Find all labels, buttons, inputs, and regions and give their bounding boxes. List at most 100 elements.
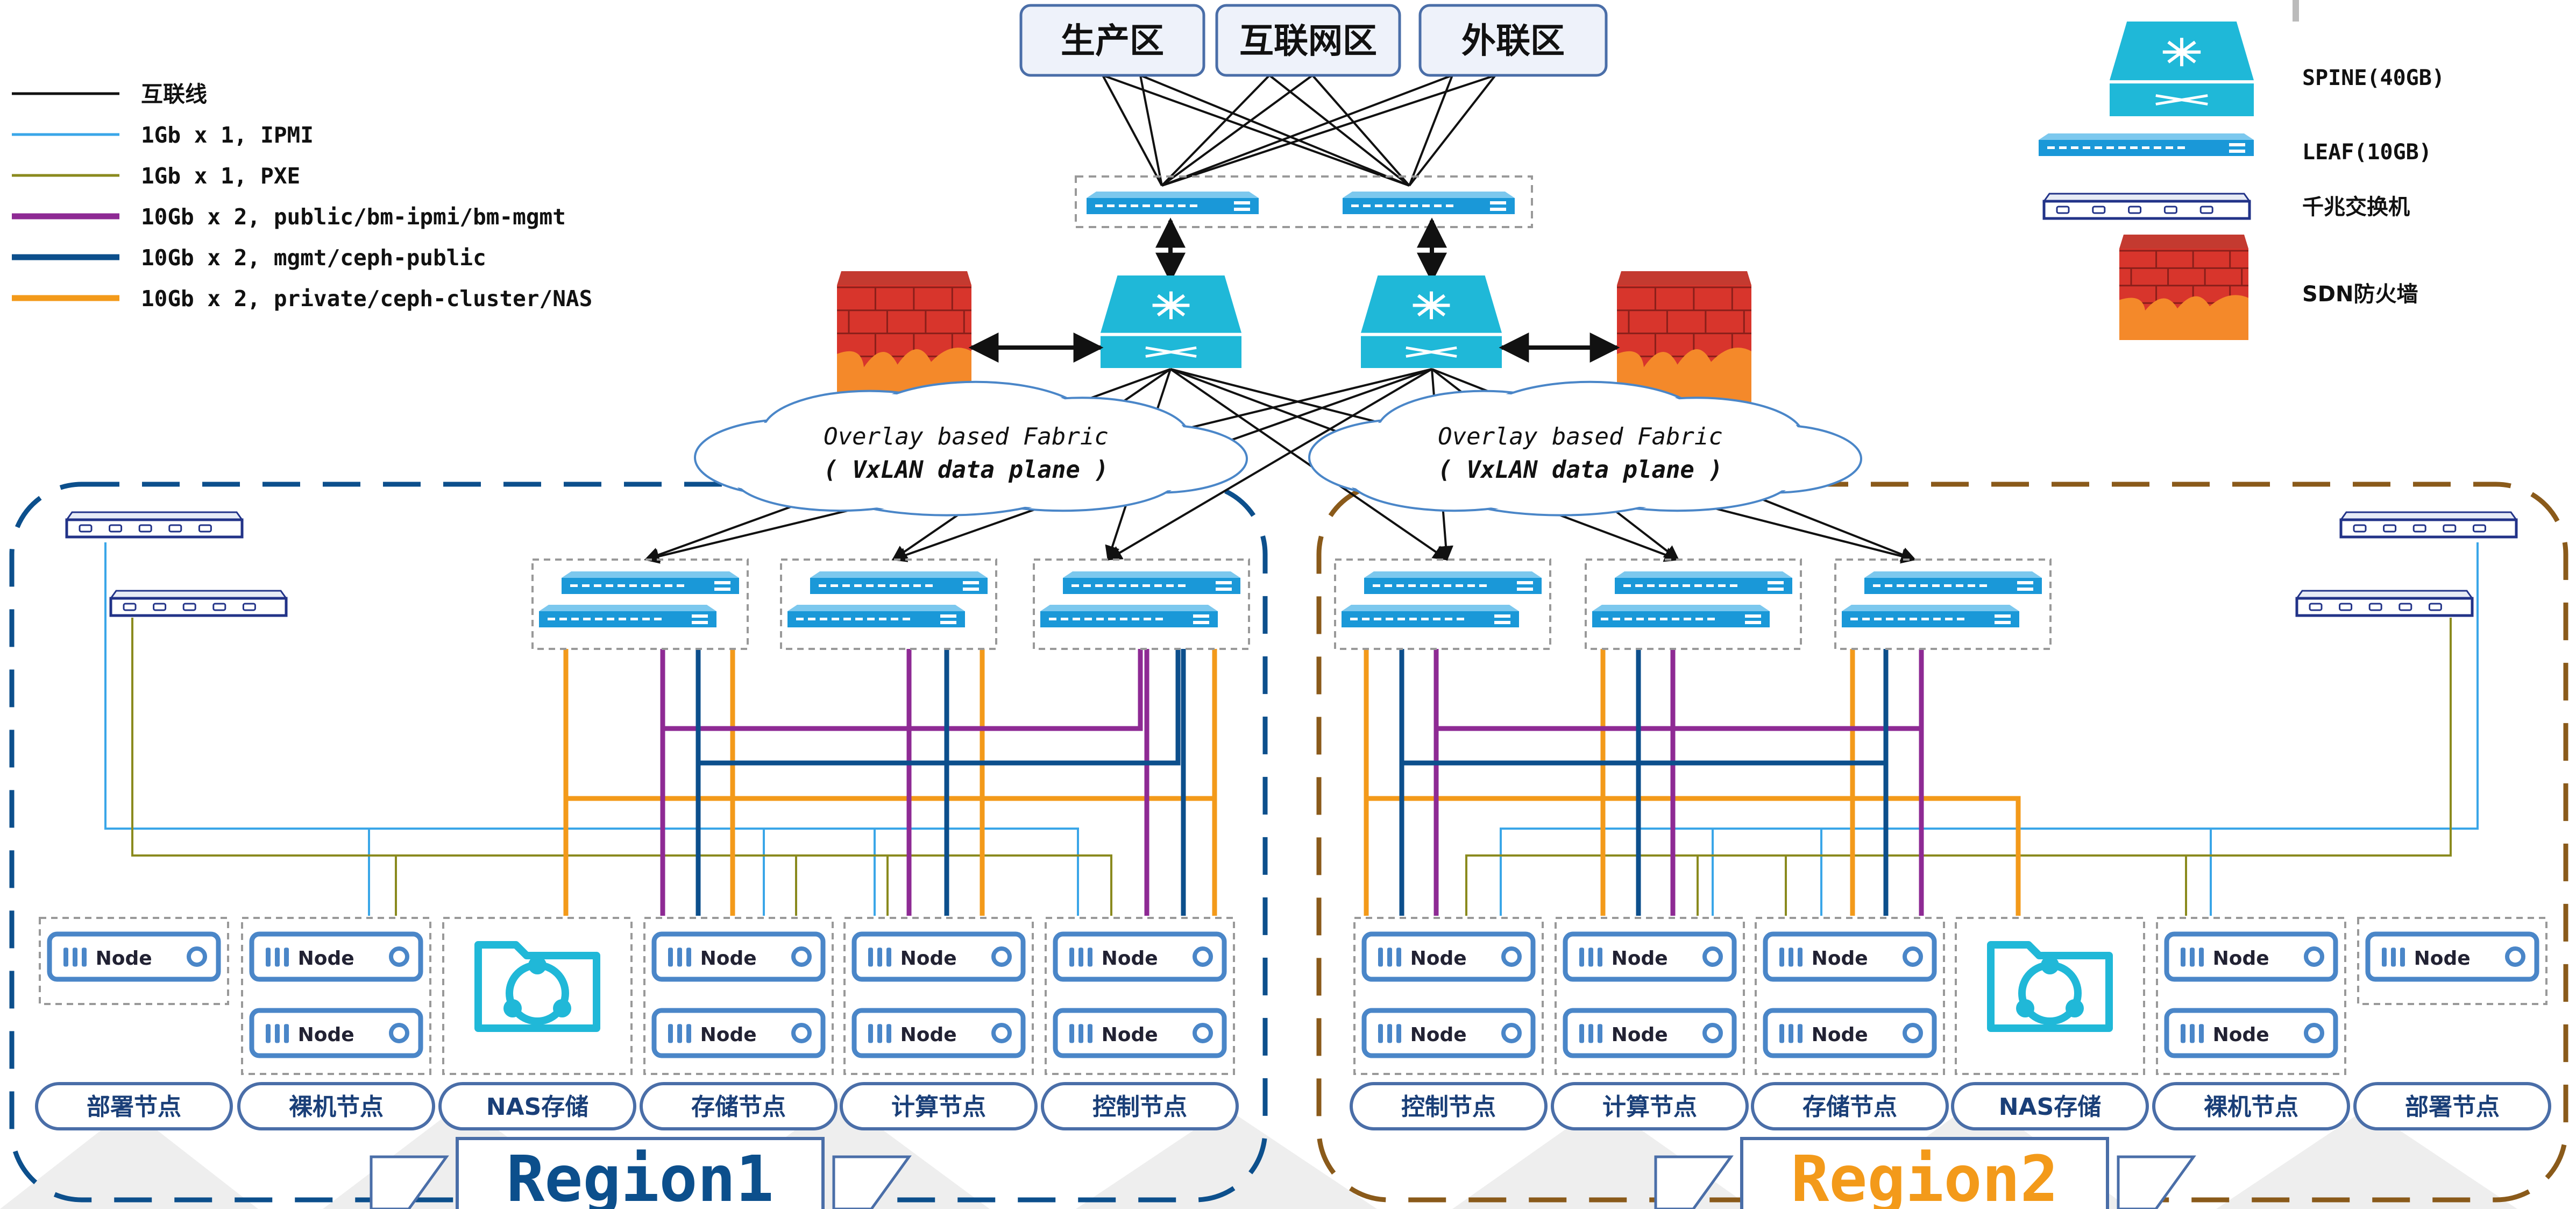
leaf-switch-top	[539, 605, 716, 611]
node-group-border	[2156, 917, 2346, 1075]
region-title-banner: Region2	[1654, 1137, 2196, 1209]
leaf-port	[925, 584, 933, 587]
node-power-icon	[187, 946, 207, 967]
leaf-switch-top	[1864, 571, 2042, 578]
banner-box	[456, 1137, 825, 1209]
leaf-port	[1659, 584, 1666, 587]
leaf-switch-body	[787, 611, 965, 627]
banner-box	[1740, 1137, 2109, 1209]
gigabit-port	[109, 524, 123, 533]
leaf-port	[1387, 204, 1394, 207]
leaf-port	[1178, 204, 1186, 207]
leaf-switch-icon	[1592, 605, 1770, 627]
gigabit-port	[2092, 206, 2106, 214]
node-drive-slot	[1378, 948, 1383, 967]
leaf-port	[1155, 618, 1163, 620]
leaf-pair-group	[531, 558, 749, 650]
leaf-port	[1995, 621, 2011, 624]
leaf-port	[1648, 618, 1656, 620]
gigabit-port	[123, 603, 137, 611]
leaf-port	[1107, 584, 1115, 587]
group-label-pill	[2152, 1082, 2350, 1130]
node-chassis	[651, 931, 826, 982]
leaf-port	[1898, 618, 1905, 620]
nas-dot	[2041, 956, 2059, 974]
leaf-port	[583, 618, 591, 620]
gigabit-body	[2295, 597, 2474, 617]
interconnect-line	[1161, 74, 1271, 187]
node-chassis	[2164, 931, 2338, 982]
node-power-icon	[1903, 1023, 1923, 1043]
leaf-port	[1216, 588, 1232, 591]
node-group-border	[241, 917, 431, 1075]
firewall-flame	[2119, 295, 2248, 340]
node-group-border	[1353, 917, 1544, 1075]
leaf-port	[1885, 584, 1892, 587]
leaf-port	[1862, 618, 1870, 620]
server-node-icon: Node	[1763, 1008, 1937, 1058]
node-group-border	[643, 917, 834, 1075]
node-power-icon	[1702, 1023, 1723, 1043]
leaf-port	[963, 581, 979, 584]
interconnect-line	[1102, 74, 1410, 187]
leaf-pair-group	[1033, 558, 1250, 650]
nas-dot	[2066, 999, 2084, 1017]
node-drive-slot	[886, 1024, 891, 1043]
node-power-icon	[2304, 946, 2324, 967]
leaf-port	[1375, 204, 1382, 207]
leaf-port	[1908, 584, 1916, 587]
leaf-port	[641, 584, 649, 587]
gigabit-port	[2472, 524, 2486, 533]
leaf-port	[1131, 584, 1138, 587]
node-label: Node	[1612, 948, 1668, 970]
interconnect-line	[1161, 74, 1314, 187]
leaf-port	[1385, 584, 1392, 587]
corner-mark	[2293, 0, 2299, 22]
server-node-icon: Node	[249, 931, 423, 982]
interconnect-line	[1408, 75, 1453, 186]
pxe-cable	[1465, 618, 2452, 916]
leaf-port	[1142, 584, 1150, 587]
node-group-border	[843, 917, 1034, 1075]
node-drive-slot	[1789, 948, 1793, 967]
leaf-port	[1683, 584, 1690, 587]
leaf-port	[1071, 584, 1079, 587]
node-label: Node	[1812, 948, 1868, 970]
core-layer	[837, 175, 1751, 405]
leaf-port	[1107, 204, 1115, 207]
node-drive-slot	[2190, 1024, 2195, 1043]
leaf-switch-icon	[1615, 571, 1792, 594]
node-power-icon	[991, 1023, 1012, 1043]
node-drive-slot	[1069, 948, 1074, 967]
node-drive-slot	[275, 1024, 280, 1043]
node-drive-slot	[1579, 1024, 1584, 1043]
fabric-label: ( VxLAN data plane )	[1438, 456, 1723, 484]
fabric-label: Overlay based Fabric	[824, 423, 1109, 450]
group-label-pill	[1041, 1082, 1239, 1130]
gigabit-switch-icon	[65, 511, 244, 539]
leaf-port	[1190, 204, 1197, 207]
leaf-port	[607, 618, 614, 620]
leaf-switch-body	[1040, 611, 1218, 627]
leaf-port	[1932, 584, 1940, 587]
node-label: Node	[700, 1024, 757, 1046]
node-drive-slot	[886, 948, 891, 967]
fabric-clouds: Overlay based Fabric ( VxLAN data plane )…	[694, 380, 1862, 517]
server-node-icon: Node	[249, 1008, 423, 1058]
legend-label: 1Gb x 1, PXE	[141, 163, 300, 189]
node-drive-slot	[1598, 948, 1602, 967]
node-label: Node	[1410, 1024, 1467, 1046]
gigabit-port	[2412, 524, 2426, 533]
node-chassis	[1053, 1008, 1227, 1058]
leaf-port	[1635, 584, 1643, 587]
spine-leaf-line	[1106, 368, 1433, 561]
server-node-icon: Node	[851, 931, 1026, 982]
node-group-border	[1755, 917, 1945, 1075]
leaf-port	[832, 618, 839, 620]
leaf-switch-icon	[1364, 571, 1542, 594]
leaf-port	[1945, 618, 1953, 620]
leaf-port	[2083, 146, 2090, 149]
leaf-port	[1444, 584, 1451, 587]
leaf-switch-body	[1864, 578, 2042, 594]
leaf-switch-body	[1592, 611, 1770, 627]
